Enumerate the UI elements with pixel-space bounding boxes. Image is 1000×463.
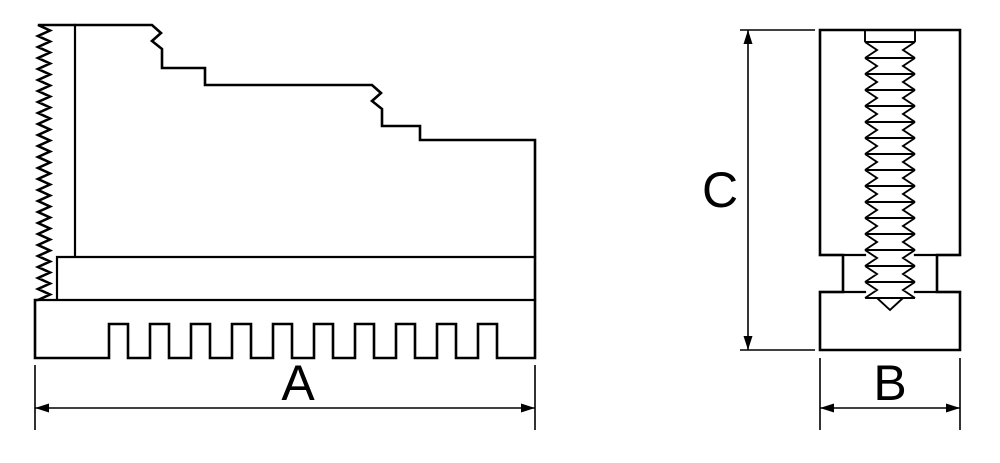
dimension-b-label: B [873, 355, 906, 411]
dimension-a-label: A [281, 355, 315, 411]
dimension-b: B [819, 355, 961, 430]
jaw-side-guide-rail-lines [36, 23, 537, 302]
dimension-a-arrow-right [521, 403, 535, 413]
thread-symbol [864, 30, 916, 312]
front-view [818, 28, 962, 352]
jaw-front-outline [818, 28, 962, 352]
dimension-b-arrow-left [820, 403, 834, 413]
dimension-b-arrow-right [946, 403, 960, 413]
dimension-c-arrow-top [743, 30, 753, 44]
side-view [33, 23, 537, 360]
dimension-b-extension-lines [819, 358, 961, 430]
dimension-c-extension-lines [740, 29, 815, 351]
dimension-c: C [702, 29, 815, 351]
dimension-a-extension-lines [34, 365, 536, 430]
dimension-c-label: C [702, 162, 738, 218]
dimension-a-arrow-left [35, 403, 49, 413]
jaw-front-guide-groove-lines [818, 253, 962, 294]
dimension-c-arrow-bottom [743, 336, 753, 350]
dimension-a: A [34, 355, 536, 430]
jaw-side-outline-with-serrations [33, 23, 537, 360]
